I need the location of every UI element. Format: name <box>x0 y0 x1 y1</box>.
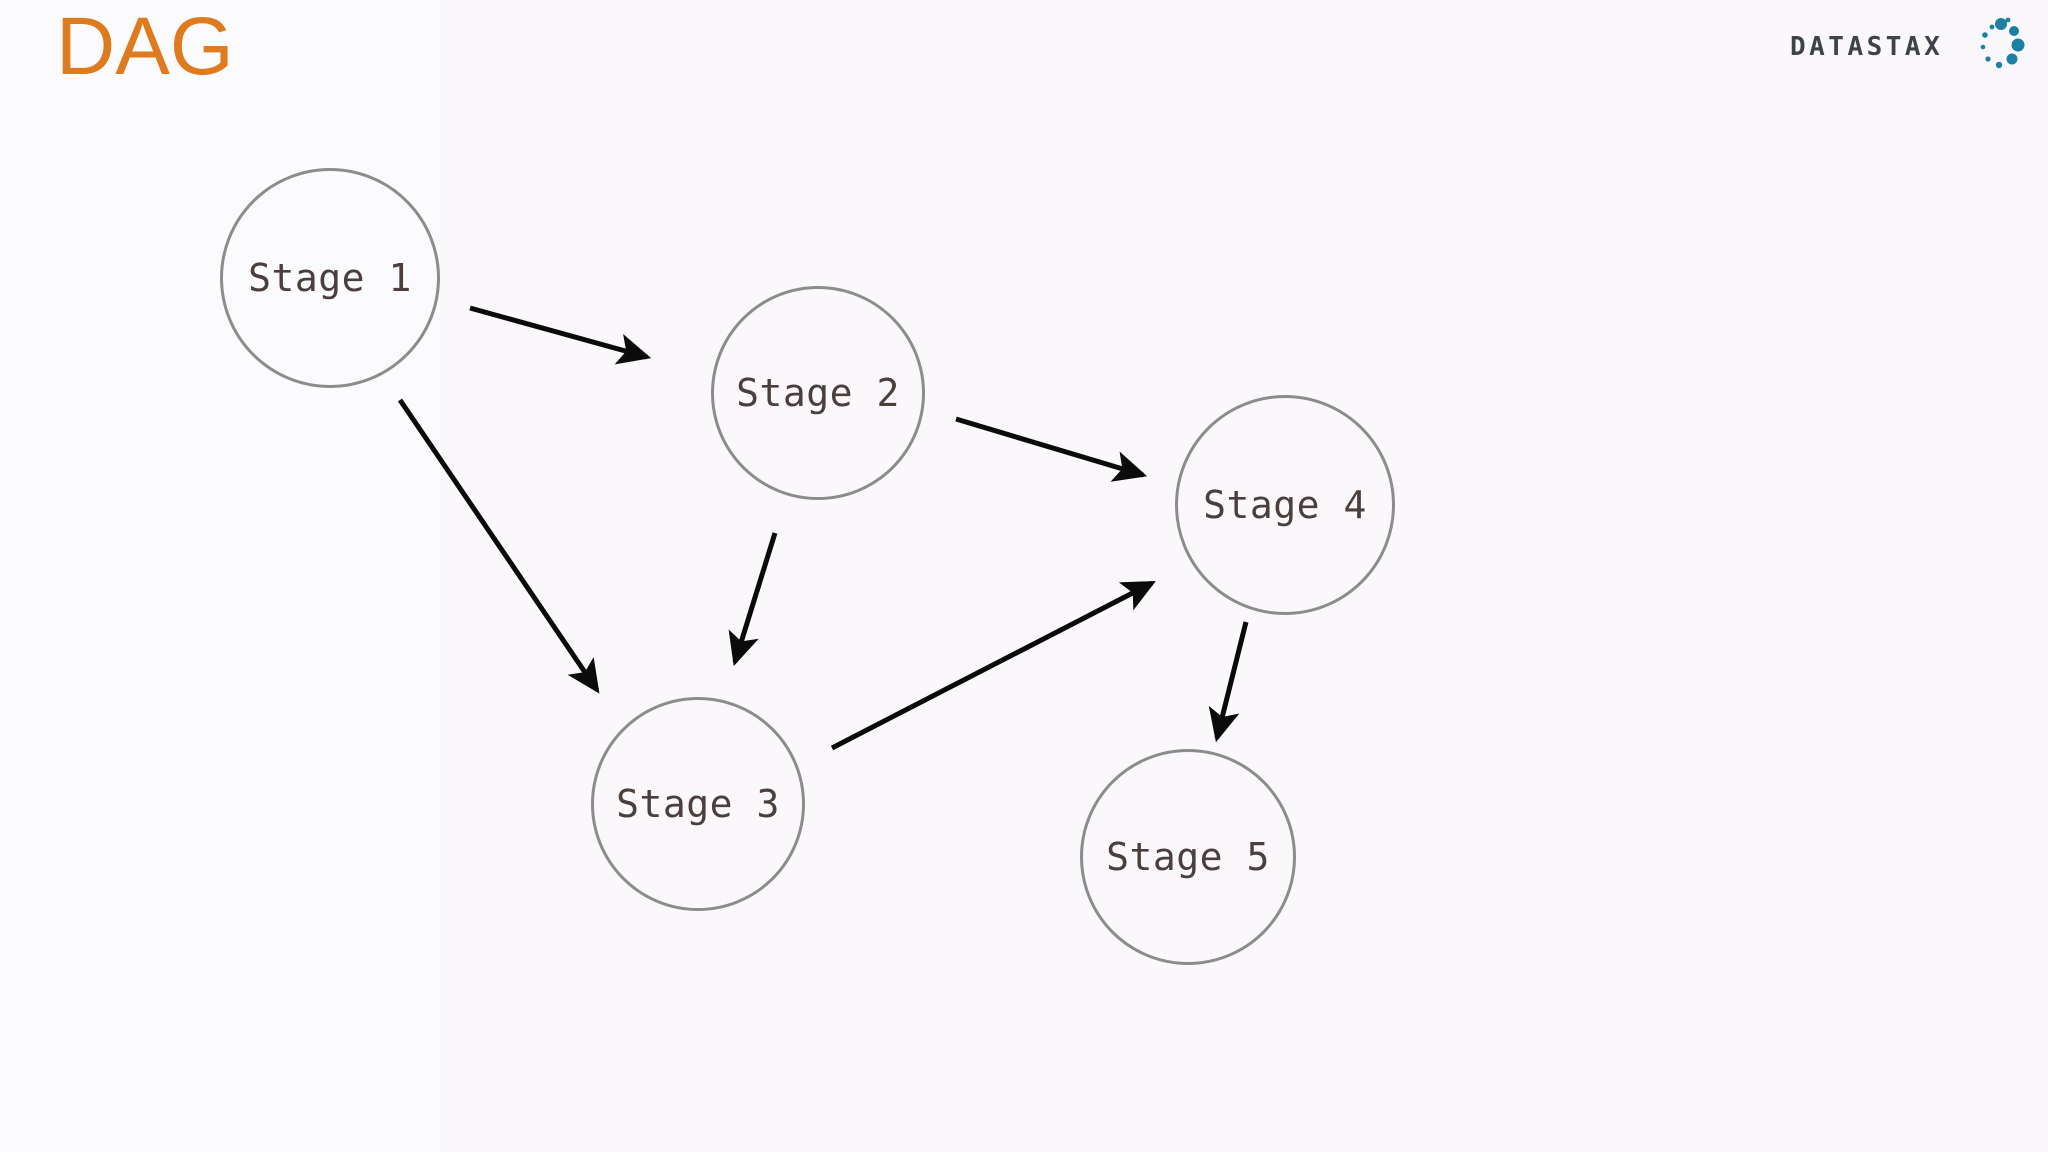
graph-edge-stage-2-to-stage-3 <box>728 532 778 667</box>
edge-layer <box>397 305 1249 751</box>
graph-edge-stage-1-to-stage-2 <box>469 305 652 365</box>
graph-node-stage-1[interactable]: Stage 1 <box>220 168 440 388</box>
graph-node-label: Stage 3 <box>616 782 780 826</box>
graph-node-label: Stage 2 <box>736 371 900 415</box>
graph-edge-stage-3-to-stage-4 <box>830 580 1156 751</box>
graph-node-label: Stage 1 <box>248 256 412 300</box>
graph-edge-stage-2-to-stage-4 <box>955 416 1148 482</box>
graph-node-label: Stage 4 <box>1203 483 1367 527</box>
page-title: DAG <box>56 1 234 92</box>
graph-node-stage-4[interactable]: Stage 4 <box>1175 395 1395 615</box>
datastax-logo: DATASTAX <box>1790 14 2030 76</box>
datastax-wordmark: DATASTAX <box>1790 32 1944 62</box>
graph-edge-stage-1-to-stage-3 <box>397 398 600 694</box>
datastax-dot-ring-mark <box>1980 17 2025 69</box>
graph-node-stage-2[interactable]: Stage 2 <box>711 286 925 500</box>
graph-node-stage-3[interactable]: Stage 3 <box>591 697 805 911</box>
graph-edge-stage-4-to-stage-5 <box>1208 621 1249 743</box>
graph-node-label: Stage 5 <box>1106 835 1270 879</box>
graph-node-stage-5[interactable]: Stage 5 <box>1080 749 1296 965</box>
